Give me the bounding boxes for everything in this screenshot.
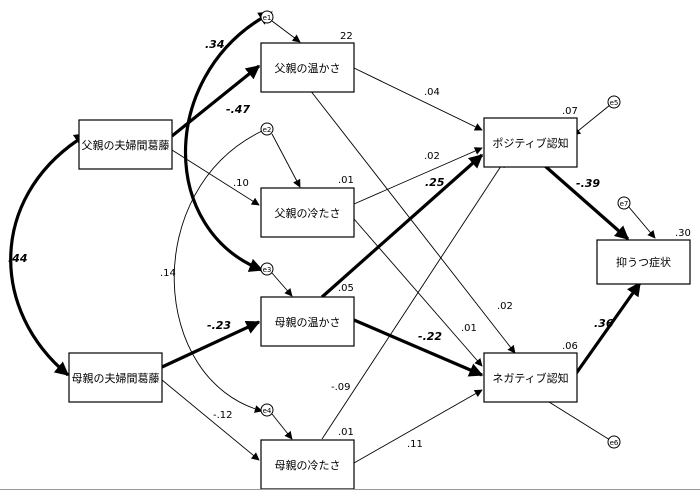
r2-mother-warmth: .05: [338, 283, 354, 294]
r2-depression: .30: [675, 228, 691, 239]
coef-e1-e3: .34: [205, 38, 225, 51]
path-e5-pos: [572, 104, 611, 136]
path-pos-dep: [543, 164, 630, 241]
error-e4: e4: [260, 403, 274, 417]
node-father-warmth: 父親の温かさ: [260, 42, 355, 93]
path-e1-fw: [271, 20, 301, 43]
path-neg-dep: [573, 281, 642, 376]
path-e4-mcold: [271, 413, 293, 440]
coef-mc-mcold: -.12: [213, 410, 233, 421]
node-depression: 抑うつ症状: [596, 239, 691, 285]
coef-neg-dep: .36: [594, 317, 614, 330]
error-e2: e2: [260, 122, 274, 136]
path-mw-neg: [353, 318, 484, 377]
node-father-coldness: 父親の冷たさ: [260, 187, 355, 238]
node-positive-cognition: ポジティブ認知: [483, 117, 578, 168]
error-e4-label: e4: [263, 407, 272, 415]
coef-fcold-neg: .01: [461, 323, 477, 334]
node-father-warmth-label: 父親の温かさ: [275, 62, 341, 75]
path-fw-pos: [353, 67, 483, 131]
node-depression-label: 抑うつ症状: [616, 255, 671, 269]
r2-father-coldness: .01: [338, 175, 354, 186]
node-positive-cognition-label: ポジティブ認知: [492, 136, 568, 150]
node-negative-cognition: ネガティブ認知: [483, 352, 578, 403]
coef-mc-mw: -.23: [207, 319, 231, 332]
path-mc-mcold: [161, 379, 260, 461]
coef-fw-neg: .02: [497, 301, 513, 312]
path-mw-pos: [320, 153, 484, 299]
coef-e2-e4: .14: [160, 268, 176, 279]
correlation-e1-e3: [183, 11, 273, 272]
node-mother-coldness: 母親の冷たさ: [260, 439, 355, 490]
node-father-conflict: 父親の夫婦間葛藤: [78, 119, 173, 170]
node-father-coldness-label: 父親の冷たさ: [275, 207, 341, 220]
node-negative-cognition-label: ネガティブ認知: [492, 371, 568, 385]
correlation-e2-e4: [173, 124, 271, 413]
path-fw-neg: [309, 89, 516, 354]
coef-mw-neg: -.22: [418, 330, 442, 343]
coef-fc-fcold: .10: [233, 178, 249, 189]
coef-fc-fw: -.47: [226, 103, 250, 116]
coef-fw-pos: .04: [424, 87, 440, 98]
node-mother-warmth-label: 母親の温かさ: [275, 316, 341, 329]
error-e3: e3: [260, 262, 274, 276]
r2-mother-coldness: .01: [338, 427, 354, 438]
r2-father-warmth: 22: [340, 31, 353, 42]
coef-pos-dep: -.39: [576, 177, 600, 190]
coef-mcold-neg: .11: [407, 439, 423, 450]
error-e6: e6: [607, 435, 621, 449]
error-e1: e1: [260, 10, 274, 24]
error-e1-label: e1: [263, 14, 272, 22]
error-e3-label: e3: [263, 266, 272, 274]
path-e3-mw: [271, 272, 293, 297]
error-e7-label: e7: [620, 200, 629, 208]
path-e7-dep: [627, 205, 656, 239]
error-e7: e7: [617, 196, 631, 210]
coef-mcold-pos: -.09: [331, 382, 351, 393]
coef-fcold-pos: .02: [424, 151, 440, 162]
error-e5-label: e5: [610, 99, 619, 107]
path-mcold-pos: [321, 159, 506, 440]
node-mother-warmth: 母親の温かさ: [260, 296, 355, 347]
error-e2-label: e2: [263, 126, 272, 134]
error-e5: e5: [607, 95, 621, 109]
bottom-divider: [0, 489, 700, 490]
path-mcold-neg: [353, 389, 483, 464]
correlation-fc-mc: [9, 132, 89, 377]
node-mother-conflict: 母親の夫婦間葛藤: [68, 352, 163, 403]
node-father-conflict-label: 父親の夫婦間葛藤: [82, 138, 170, 152]
path-e2-fcold: [271, 133, 301, 188]
node-mother-coldness-label: 母親の冷たさ: [275, 459, 341, 472]
path-mc-mw: [161, 320, 261, 369]
node-mother-conflict-label: 母親の夫婦間葛藤: [72, 371, 160, 385]
path-fc-fcold: [171, 149, 260, 206]
coef-fc-mc: .44: [8, 252, 28, 265]
error-e6-label: e6: [610, 439, 619, 447]
path-fc-fw: [170, 64, 261, 138]
path-fcold-pos: [353, 147, 483, 205]
r2-positive-cognition: .07: [562, 106, 578, 117]
coef-mw-pos: .25: [425, 176, 445, 189]
r2-negative-cognition: .06: [562, 341, 578, 352]
